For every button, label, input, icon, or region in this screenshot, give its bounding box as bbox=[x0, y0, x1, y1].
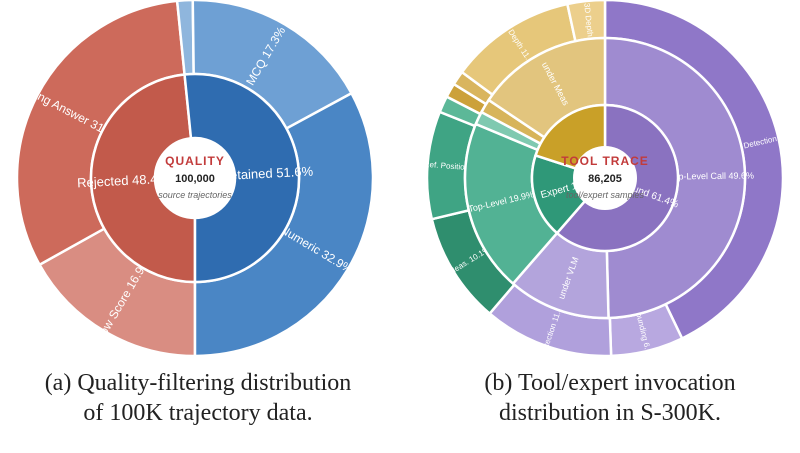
tool-center-title: TOOL TRACE bbox=[561, 154, 649, 168]
tool-center-disc bbox=[573, 146, 637, 210]
tool-outer-label: Ref. Position bbox=[424, 160, 470, 172]
tool-outer-label: 3D Depth bbox=[582, 3, 595, 38]
tool-center-value: 86,205 bbox=[588, 173, 622, 185]
caption-a-line2: of 100K trajectory data. bbox=[83, 400, 313, 426]
caption-b-line1: (b) Tool/expert invocation bbox=[484, 370, 736, 396]
quality-inner-label: Retained 51.6% bbox=[220, 163, 314, 183]
quality-center-disc bbox=[155, 138, 235, 218]
caption-a: (a) Quality-filtering distribution of 10… bbox=[8, 368, 388, 428]
quality-sunburst-chart: Low Score 16.9%Wrong Answer 31.5%MCQ 17.… bbox=[15, 0, 375, 358]
quality-inner-label: Rejected 48.4% bbox=[77, 171, 170, 191]
quality-center-subtitle: source trajectories bbox=[158, 190, 232, 200]
caption-b-line2: distribution in S-300K. bbox=[498, 400, 721, 426]
quality-center-value: 100,000 bbox=[175, 173, 215, 185]
quality-center-title: QUALITY bbox=[165, 154, 225, 168]
caption-b: (b) Tool/expert invocation distribution … bbox=[420, 368, 800, 428]
tool-sunburst-chart: Object Detection 43.0%Grounding 6.6%Dete… bbox=[424, 0, 800, 361]
tool-middle-label: Top-Level Call 49.6% bbox=[669, 171, 754, 182]
tool-center-subtitle: tool/expert samples bbox=[566, 190, 645, 200]
caption-a-line1: (a) Quality-filtering distribution bbox=[44, 370, 352, 396]
